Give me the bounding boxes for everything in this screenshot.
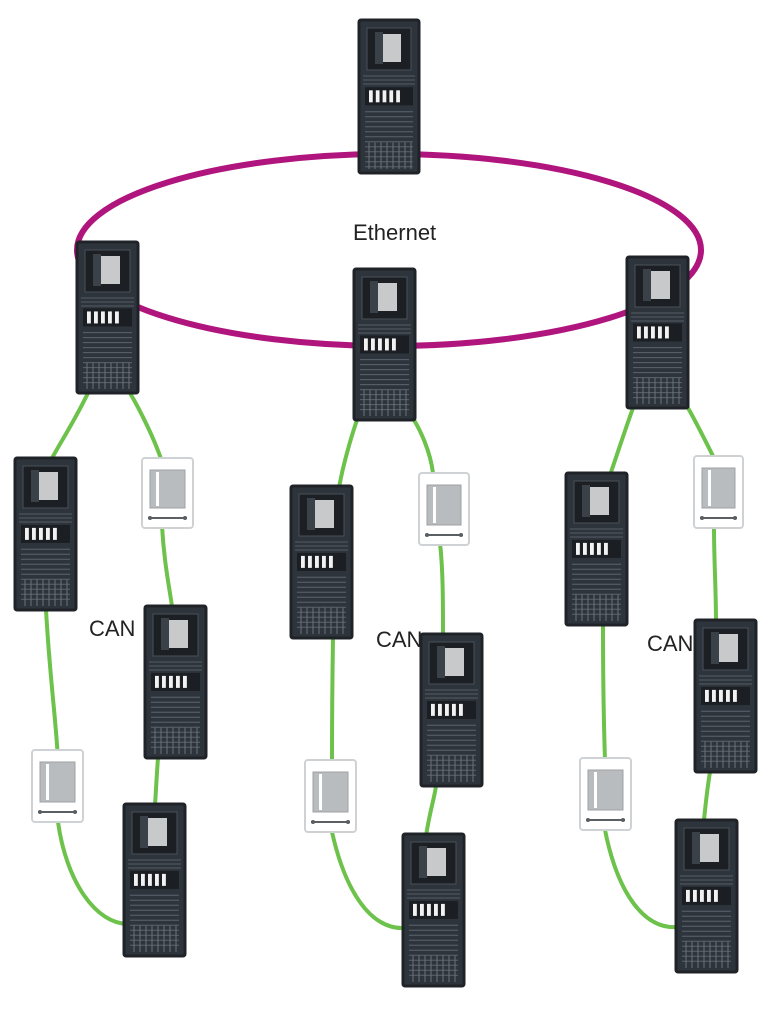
left-can-module-1 [141, 457, 194, 529]
left-can-panel-2 [143, 604, 208, 760]
can-label-right: CAN [647, 631, 693, 656]
ethernet-label: Ethernet [353, 220, 436, 245]
middle-can-panel-3 [401, 832, 466, 988]
network-nodes [13, 18, 758, 988]
left-can-panel-3 [122, 802, 187, 958]
left-can-module-2 [31, 749, 84, 823]
can-label-left: CAN [89, 616, 135, 641]
right-hub-control-panel [625, 255, 690, 410]
can-loop-2 [330, 418, 445, 931]
right-can-panel-1 [564, 471, 629, 627]
top-control-panel [357, 18, 421, 175]
right-can-panel-3 [674, 818, 739, 974]
middle-can-panel-1 [289, 484, 354, 640]
can-loop-3 [601, 406, 718, 930]
right-can-module-2 [579, 757, 632, 831]
middle-hub-control-panel [352, 267, 417, 422]
middle-can-module-1 [418, 472, 470, 546]
right-can-module-1 [693, 455, 744, 529]
right-can-panel-2 [693, 618, 758, 774]
network-labels: Ethernet CAN CAN CAN [89, 220, 693, 656]
can-label-middle: CAN [376, 627, 422, 652]
can-loop-1 [44, 391, 174, 927]
left-hub-control-panel [75, 240, 140, 395]
middle-can-panel-2 [419, 632, 484, 788]
middle-can-module-2 [304, 759, 357, 833]
left-can-panel-1 [13, 456, 78, 612]
